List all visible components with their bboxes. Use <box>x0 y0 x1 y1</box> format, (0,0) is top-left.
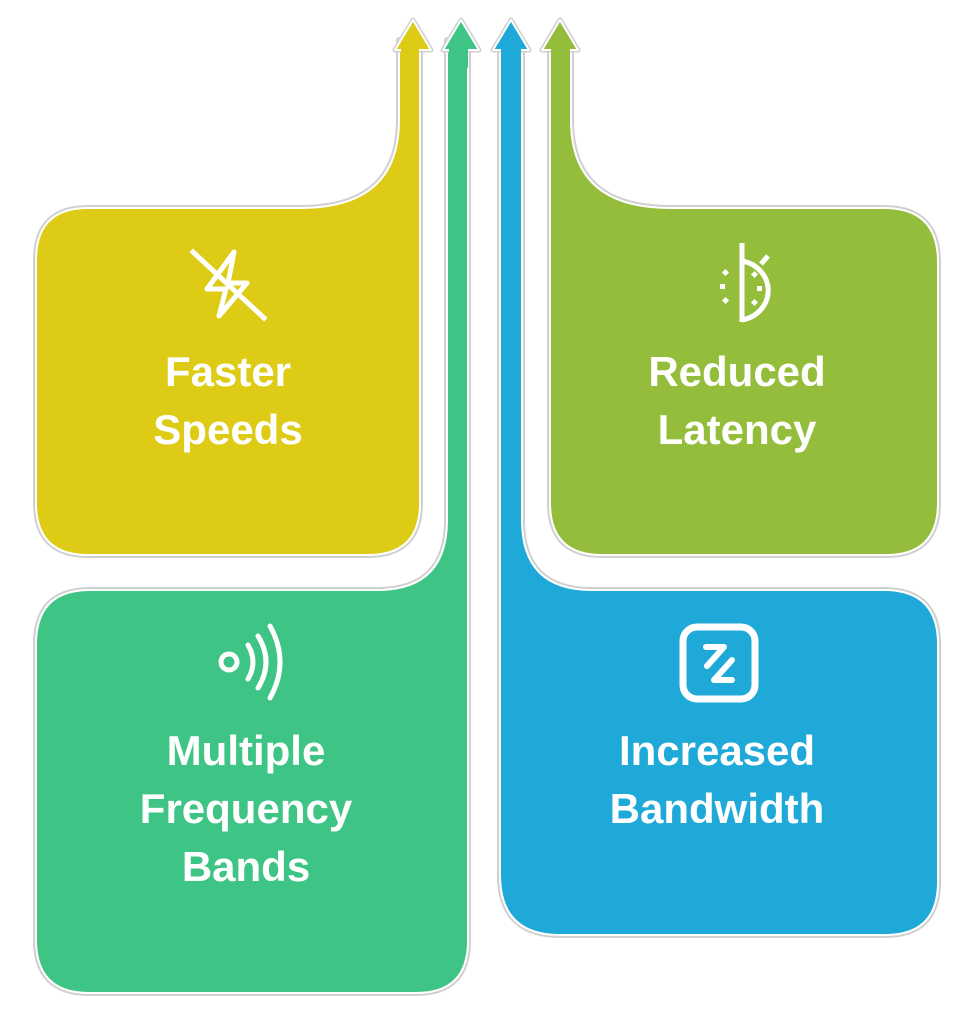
label-line: Latency <box>657 406 817 453</box>
lightning-off-icon <box>189 248 268 322</box>
signal-waves-icon <box>218 623 283 701</box>
card-faster-speeds <box>33 17 434 558</box>
card-increased-bandwidth <box>490 17 941 938</box>
label-multiple-frequency-bands: Multiple Frequency Bands <box>36 722 456 896</box>
card-multiple-frequency-bands <box>33 17 482 996</box>
label-line: Reduced <box>648 348 826 395</box>
label-reduced-latency: Reduced Latency <box>550 343 924 459</box>
label-line: Bandwidth <box>609 785 825 832</box>
label-line: Bands <box>181 843 311 890</box>
label-faster-speeds: Faster Speeds <box>36 343 420 459</box>
label-line: Frequency <box>139 785 353 832</box>
label-increased-bandwidth: Increased Bandwidth <box>500 722 934 838</box>
label-line: Increased <box>618 727 816 774</box>
label-line: Faster <box>164 348 292 395</box>
label-line: Multiple <box>166 727 326 774</box>
half-ladybug-icon <box>720 243 771 323</box>
zigzag-square-icon <box>679 623 759 703</box>
label-line: Speeds <box>153 406 303 453</box>
